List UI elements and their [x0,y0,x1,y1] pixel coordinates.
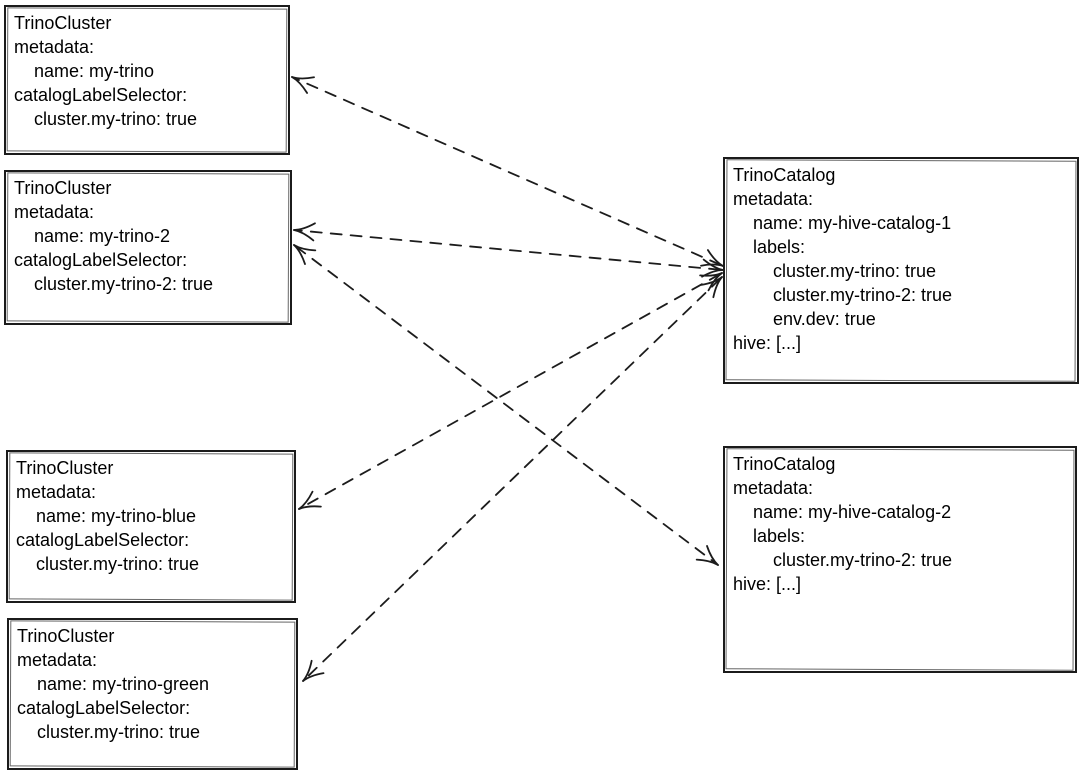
yaml-line: cluster.my-trino: true [17,722,201,742]
yaml-line: cluster.my-trino-2: true [14,274,214,294]
arrowhead [700,263,724,267]
node-trino-cluster-my-trino-blue: TrinoCluster metadata: name: my-trino-bl… [6,450,296,603]
yaml-line: hive: [...] [733,333,802,353]
arrowhead [706,545,719,566]
yaml-line: TrinoCluster [14,178,112,198]
dashed-connector [296,229,721,271]
yaml-line: catalogLabelSelector: [14,85,188,105]
yaml-line: metadata: [14,37,95,57]
yaml-line: catalogLabelSelector: [16,530,190,550]
arrowhead [712,276,723,299]
arrowhead [293,244,317,252]
arrowhead [706,249,724,267]
node-trino-catalog-my-hive-catalog-2: TrinoCatalog metadata: name: my-hive-cat… [723,446,1077,673]
arrowhead [291,76,309,94]
yaml-line: TrinoCatalog [733,165,836,185]
yaml-line: name: my-trino [14,61,155,81]
yaml-line: cluster.my-trino: true [733,261,937,281]
yaml-line: name: my-trino-blue [16,506,197,526]
node-trino-cluster-my-trino: TrinoCluster metadata: name: my-trino ca… [4,5,290,155]
arrowhead [293,222,316,231]
arrowhead [695,558,719,566]
yaml-line: cluster.my-trino: true [16,554,200,574]
yaml-line: name: my-trino-2 [14,226,171,246]
yaml-line: cluster.my-trino-2: true [733,285,953,305]
arrowhead [701,269,724,278]
dashed-connector [300,273,721,509]
arrowhead [707,272,723,292]
dashed-connector [295,245,717,565]
yaml-line: catalogLabelSelector: [17,698,191,718]
yaml-line: cluster.my-trino-2: true [733,550,953,570]
yaml-line: env.dev: true [733,309,876,329]
yaml-line: TrinoCluster [17,626,115,646]
node-trino-cluster-my-trino-green: TrinoCluster metadata: name: my-trino-gr… [7,618,298,770]
arrowhead [298,505,322,510]
arrowhead [702,258,724,271]
arrowhead [293,244,306,265]
node-trino-cluster-my-trino-2: TrinoCluster metadata: name: my-trino-2 … [4,170,292,325]
arrowhead [293,229,315,242]
dashed-connector [293,77,722,266]
yaml-line: name: my-trino-green [17,674,210,694]
yaml-line: metadata: [733,189,814,209]
yaml-line: catalogLabelSelector: [14,250,188,270]
arrowhead [291,76,315,80]
yaml-line: metadata: [14,202,95,222]
yaml-line: TrinoCatalog [733,454,836,474]
yaml-line: TrinoCluster [14,13,112,33]
arrowhead [298,490,314,510]
arrowhead [302,659,313,682]
yaml-line: metadata: [17,650,98,670]
yaml-line: labels: [733,237,806,257]
arrowhead [302,672,325,682]
yaml-line: metadata: [16,482,97,502]
yaml-line: hive: [...] [733,574,802,594]
yaml-line: name: my-hive-catalog-1 [733,213,952,233]
yaml-line: metadata: [733,478,814,498]
yaml-line: name: my-hive-catalog-2 [733,502,952,522]
yaml-line: labels: [733,526,806,546]
yaml-line: cluster.my-trino: true [14,109,198,129]
yaml-line: TrinoCluster [16,458,114,478]
node-trino-catalog-my-hive-catalog-1: TrinoCatalog metadata: name: my-hive-cat… [723,157,1079,384]
arrowhead [700,276,723,286]
arrowhead [699,272,723,277]
dashed-connector [304,278,721,680]
